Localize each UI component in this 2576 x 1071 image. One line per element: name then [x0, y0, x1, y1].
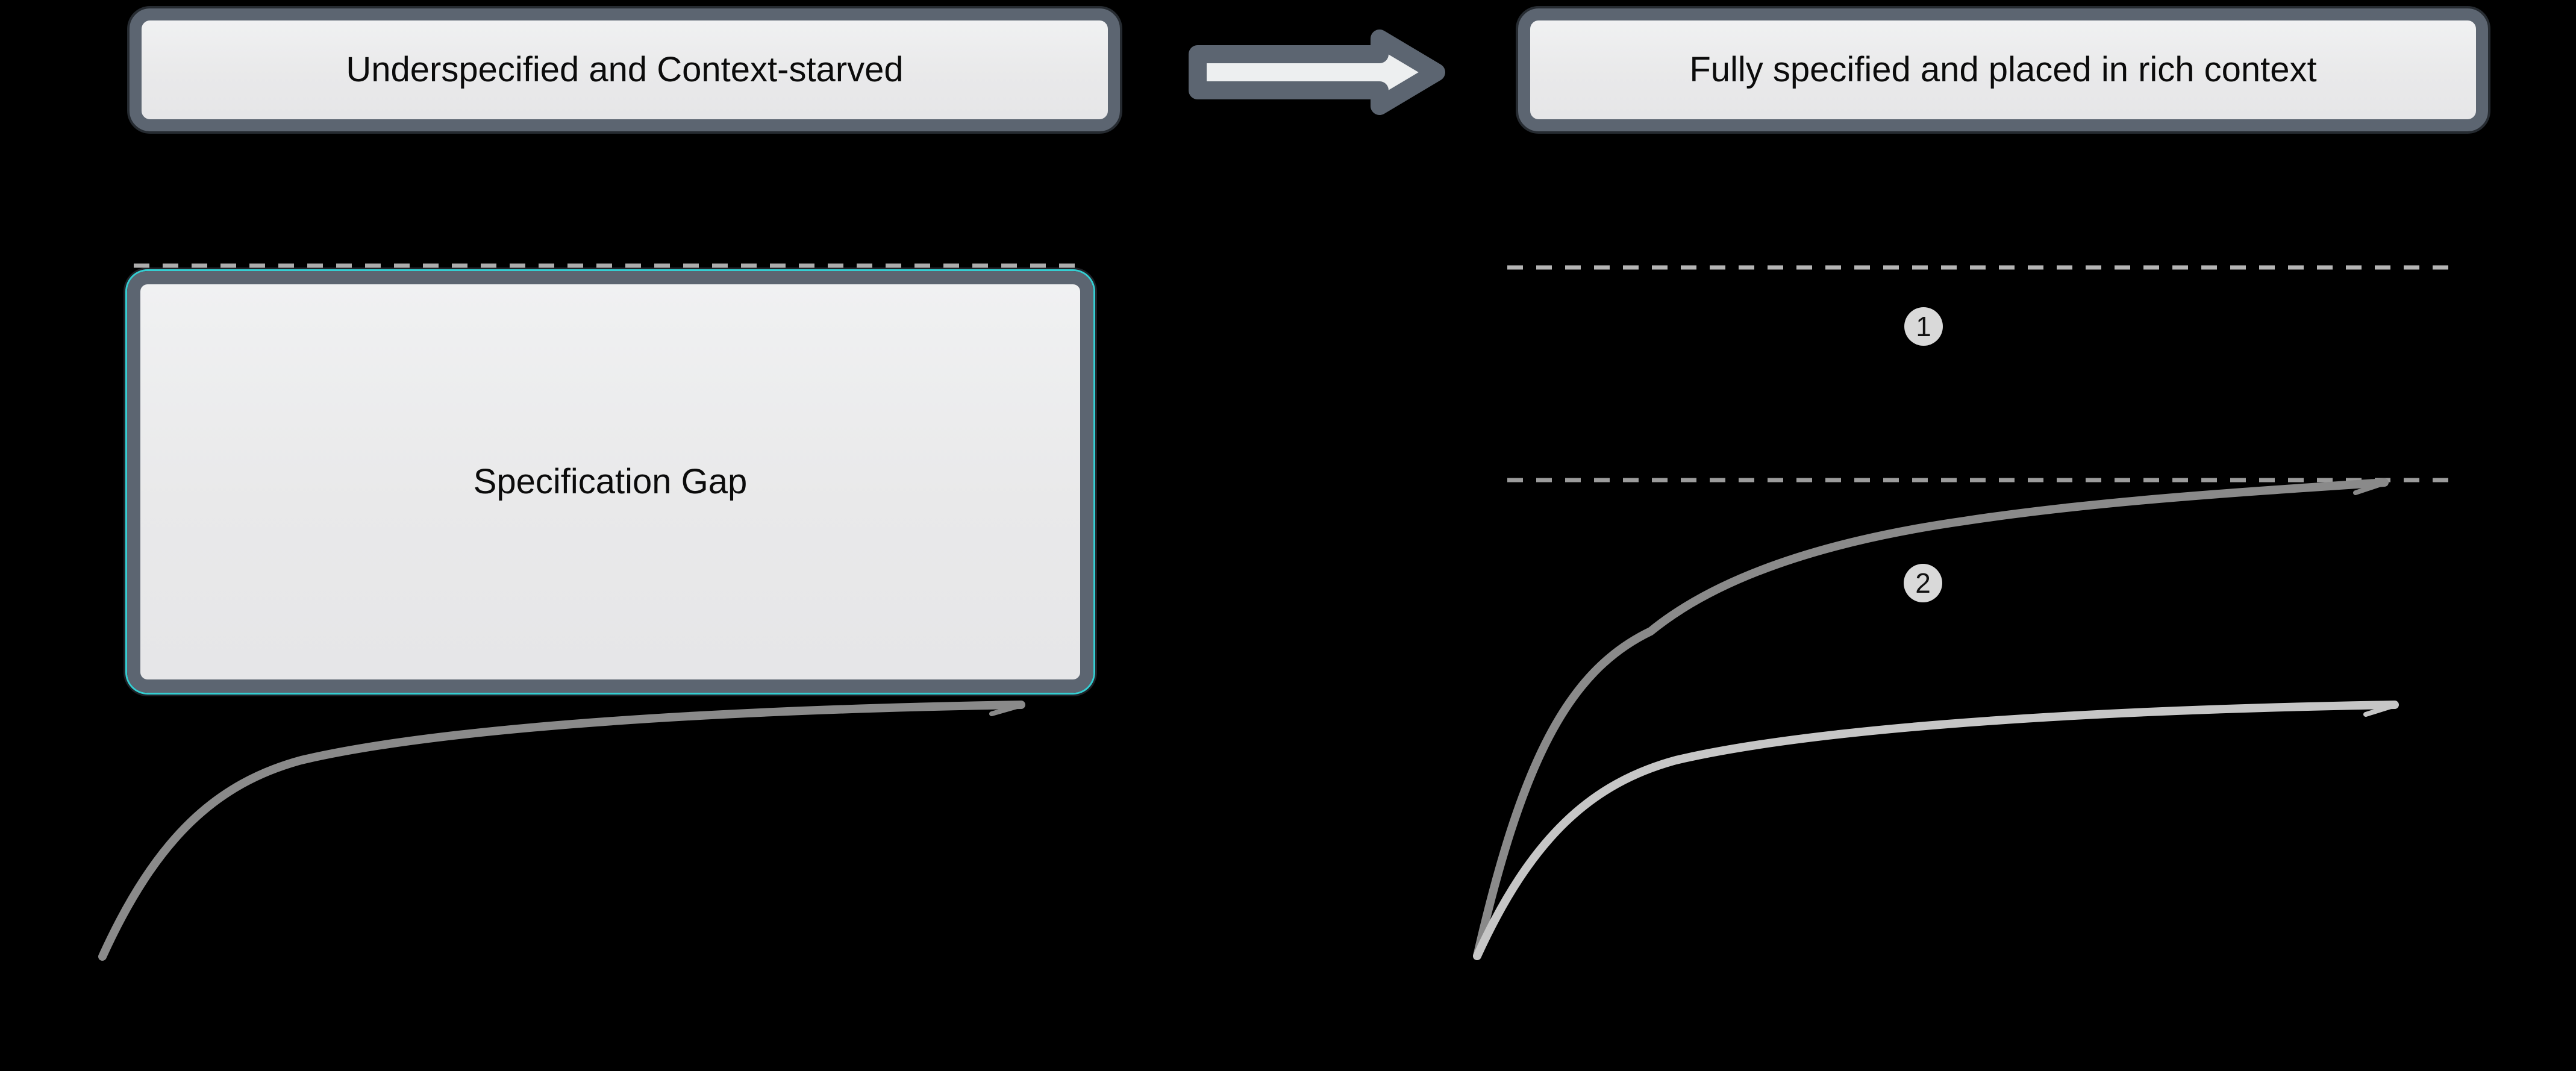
- step-1-label: 1: [1916, 311, 1931, 342]
- right-lower-curve: [1473, 701, 2399, 960]
- specification-gap-label: Specification Gap: [473, 461, 748, 501]
- right-title-box: Fully specified and placed in rich conte…: [1518, 8, 2488, 131]
- right-upper-curve-arrow-barb: [2353, 481, 2387, 495]
- right-block-arrow: [1189, 30, 1445, 115]
- right-title-text: Fully specified and placed in rich conte…: [1689, 49, 2317, 89]
- left-title-box: Underspecified and Context-starved: [130, 8, 1120, 131]
- step-2-label: 2: [1915, 567, 1931, 599]
- right-lower-curve-arrow-barb: [2363, 703, 2397, 717]
- left-performance-curve: [98, 701, 1025, 961]
- left-curve-arrow-barb: [989, 703, 1024, 716]
- step-1-badge: 1: [1904, 307, 1943, 346]
- right-upper-curve: [1473, 478, 2389, 960]
- specification-gap-box: Specification Gap: [127, 271, 1093, 693]
- step-2-badge: 2: [1904, 564, 1942, 602]
- left-title-text: Underspecified and Context-starved: [346, 49, 904, 89]
